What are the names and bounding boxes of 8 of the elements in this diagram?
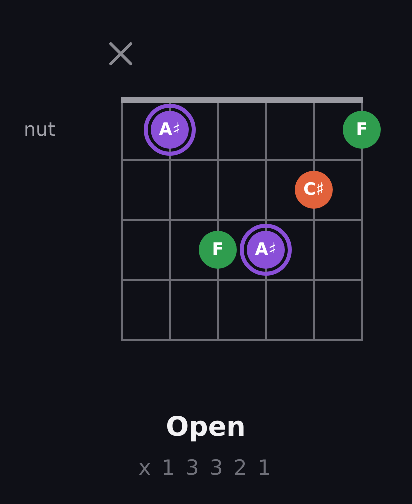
ringed-note-dot: A♯	[240, 224, 292, 276]
ringed-note-dot: A♯	[144, 104, 196, 156]
note-dot: F	[343, 111, 381, 149]
fingering-label: x 1 3 3 2 1	[138, 456, 274, 480]
note-dot: F	[199, 231, 237, 269]
nut-label: nut	[24, 118, 56, 142]
chord-caption: Open	[166, 412, 246, 443]
note-dot: C♯	[295, 171, 333, 209]
